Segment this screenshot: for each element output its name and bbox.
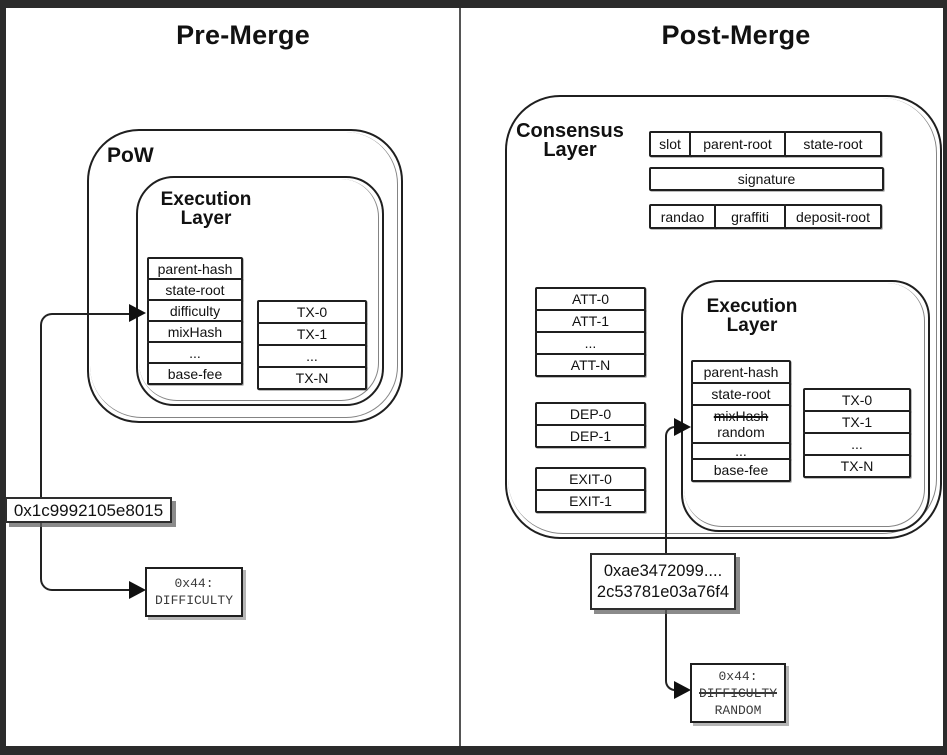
att-n: ATT-N	[535, 353, 646, 377]
pre-field-mixhash: mixHash	[147, 320, 243, 343]
difficulty-value-label: 0x1c9992105e8015	[5, 497, 172, 523]
pre-tx-1: TX-1	[257, 322, 367, 346]
beacon-field-state-root: state-root	[784, 131, 882, 157]
arrow-head-icon	[674, 681, 691, 699]
beacon-signature-row: signature	[649, 167, 884, 191]
pre-storage-slot-box: 0x44: DIFFICULTY	[145, 567, 243, 617]
post-tx-0: TX-0	[803, 388, 911, 412]
beacon-field-randao: randao	[649, 204, 716, 229]
consensus-label-line1: Consensus	[516, 120, 624, 142]
post-storage-slot-box: 0x44: DIFFICULTY RANDOM	[690, 663, 786, 723]
post-slot-address: 0x44:	[718, 668, 758, 684]
random-value-line2: 2c53781e03a76f4	[596, 582, 730, 601]
right-frame-edge	[943, 0, 947, 755]
attestations-stack: ATT-0 ATT-1 ... ATT-N	[535, 287, 646, 377]
beacon-field-slot: slot	[649, 131, 691, 157]
post-tx-ellipsis: ...	[803, 432, 911, 456]
pre-execution-label-line1: Execution	[160, 189, 252, 210]
post-tx-1: TX-1	[803, 410, 911, 434]
post-field-random-new: random	[717, 424, 765, 440]
exit-1: EXIT-1	[535, 489, 646, 513]
consensus-label-line2: Layer	[543, 139, 597, 161]
att-1: ATT-1	[535, 309, 646, 333]
post-transactions-stack: TX-0 TX-1 ... TX-N	[803, 388, 911, 478]
pre-field-difficulty: difficulty	[147, 299, 243, 322]
top-frame-bar	[0, 0, 947, 8]
post-execution-label-line1: Execution	[706, 296, 798, 317]
att-0: ATT-0	[535, 287, 646, 311]
pre-execution-layer-label: Execution Layer	[148, 190, 264, 228]
pre-tx-ellipsis: ...	[257, 344, 367, 368]
dep-1: DEP-1	[535, 424, 646, 448]
post-merge-title: Post-Merge	[661, 20, 811, 50]
random-value-line1: 0xae3472099....	[603, 561, 723, 580]
beacon-header-row-1: slot parent-root state-root	[649, 131, 882, 157]
beacon-field-signature: signature	[649, 167, 884, 191]
pre-execution-label-line2: Layer	[180, 208, 232, 229]
post-block-header-stack: parent-hash state-root mixHash random ..…	[691, 360, 791, 482]
post-execution-layer-label: Execution Layer	[693, 297, 811, 335]
post-field-mixhash-old: mixHash	[713, 408, 769, 424]
post-field-state-root: state-root	[691, 382, 791, 406]
pre-field-parent-hash: parent-hash	[147, 257, 243, 280]
pre-slot-name: DIFFICULTY	[154, 593, 233, 608]
difficulty-value-text: 0x1c9992105e8015	[13, 500, 164, 520]
left-frame-edge	[0, 0, 6, 755]
att-ellipsis: ...	[535, 331, 646, 355]
deposits-stack: DEP-0 DEP-1	[535, 402, 646, 448]
exit-0: EXIT-0	[535, 467, 646, 491]
bottom-frame-bar	[0, 746, 947, 755]
arrow-head-icon	[129, 304, 146, 322]
pre-tx-0: TX-0	[257, 300, 367, 324]
post-execution-label-line2: Layer	[726, 315, 778, 336]
pre-execution-layer-container	[136, 176, 384, 406]
arrow-head-icon	[129, 581, 146, 599]
pre-slot-address: 0x44:	[174, 576, 214, 591]
post-field-base-fee: base-fee	[691, 458, 791, 482]
pre-field-state-root: state-root	[147, 278, 243, 301]
exits-stack: EXIT-0 EXIT-1	[535, 467, 646, 513]
panel-divider	[459, 8, 461, 746]
beacon-header-row-2: randao graffiti deposit-root	[649, 204, 882, 229]
pre-merge-title: Pre-Merge	[176, 20, 310, 50]
pre-field-ellipsis: ...	[147, 341, 243, 364]
dep-0: DEP-0	[535, 402, 646, 426]
pow-label: PoW	[107, 144, 154, 167]
arrow-head-icon	[674, 418, 691, 436]
pow-container	[87, 129, 403, 423]
post-field-mixhash-random: mixHash random	[691, 404, 791, 444]
connector-line	[665, 426, 677, 655]
consensus-layer-label: Consensus Layer	[509, 120, 631, 161]
connector-line	[665, 655, 677, 691]
post-slot-new-name: RANDOM	[714, 702, 762, 718]
beacon-field-deposit-root: deposit-root	[784, 204, 882, 229]
beacon-field-graffiti: graffiti	[714, 204, 786, 229]
pre-field-base-fee: base-fee	[147, 362, 243, 385]
consensus-layer-container	[505, 95, 942, 539]
pre-transactions-stack: TX-0 TX-1 ... TX-N	[257, 300, 367, 390]
random-value-label: 0xae3472099.... 2c53781e03a76f4	[590, 553, 736, 610]
connector-line	[40, 313, 130, 566]
pre-tx-n: TX-N	[257, 366, 367, 390]
post-execution-layer-container	[681, 280, 930, 532]
connector-line	[40, 566, 130, 591]
post-field-parent-hash: parent-hash	[691, 360, 791, 384]
pre-block-header-stack: parent-hash state-root difficulty mixHas…	[147, 257, 243, 385]
post-slot-old-name: DIFFICULTY	[698, 685, 777, 701]
beacon-field-parent-root: parent-root	[689, 131, 786, 157]
post-tx-n: TX-N	[803, 454, 911, 478]
